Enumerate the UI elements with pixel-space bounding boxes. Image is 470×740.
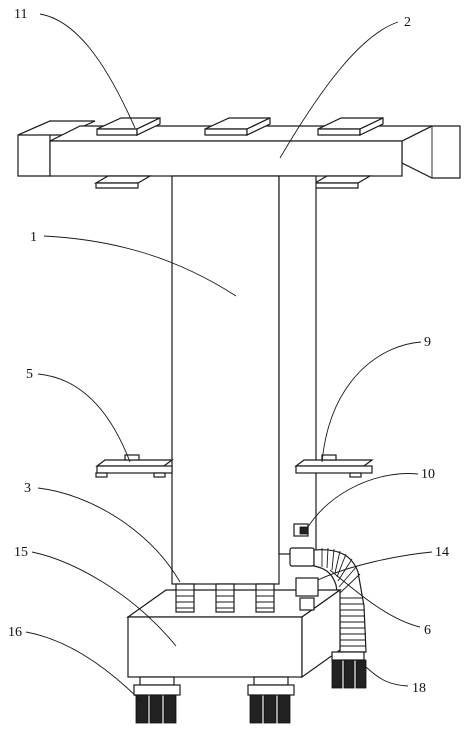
base-front	[127, 616, 303, 678]
base-side	[301, 588, 341, 679]
block-14	[295, 577, 319, 597]
column-front	[171, 175, 280, 585]
label-6: 6	[424, 623, 431, 638]
leader-3	[37, 487, 181, 583]
label-2: 2	[404, 15, 411, 30]
label-16: 16	[8, 625, 22, 640]
leader-lines	[25, 13, 433, 703]
hose-connector	[289, 547, 315, 567]
label-15: 15	[14, 545, 28, 560]
springs	[175, 583, 275, 613]
label-3: 3	[24, 481, 31, 496]
part-labels: 11 2 1 9 5 10 3 14 15 6 16 18	[8, 7, 449, 696]
top-beam	[17, 117, 461, 189]
base-box	[126, 577, 342, 679]
shelf-arms	[95, 454, 374, 478]
leader-1	[43, 235, 237, 297]
wheels	[133, 651, 367, 724]
leader-6	[329, 569, 421, 628]
leader-14	[317, 551, 433, 581]
leader-15	[31, 551, 177, 647]
column-side	[278, 175, 317, 555]
label-1: 1	[30, 230, 37, 245]
leader-11	[39, 13, 136, 129]
leader-2	[279, 21, 399, 159]
label-9: 9	[424, 335, 431, 350]
main-column	[171, 175, 317, 585]
beam-front-face	[49, 140, 403, 177]
top-clamp-blocks	[96, 117, 384, 136]
leader-10	[305, 473, 419, 531]
label-10: 10	[421, 467, 435, 482]
label-18: 18	[412, 681, 426, 696]
wheel-middle	[247, 676, 295, 724]
wheel-left	[133, 676, 181, 724]
left-funnel-top	[17, 120, 96, 136]
label-14: 14	[435, 545, 449, 560]
label-5: 5	[26, 367, 33, 382]
leader-9	[321, 341, 422, 463]
leader-18	[365, 666, 409, 687]
label-11: 11	[14, 7, 27, 22]
wheel-right	[331, 651, 367, 689]
bottom-clamp-blocks	[93, 175, 373, 189]
leader-5	[37, 373, 131, 463]
leader-16	[25, 631, 143, 703]
